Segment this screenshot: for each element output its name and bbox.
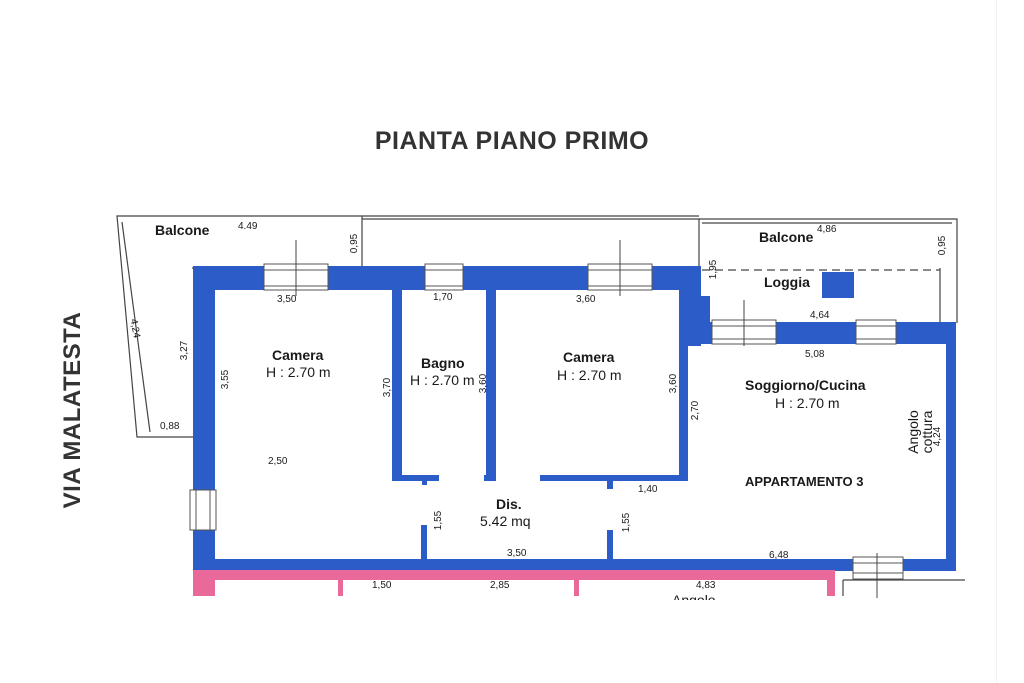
angolo-cottura-label: Angolo cottura: [905, 402, 935, 462]
dim-155-left: 1,55: [433, 510, 445, 531]
dim-095-left: 0,95: [349, 233, 361, 254]
soggiorno-name: Soggiorno/Cucina: [745, 377, 866, 393]
bagno-name: Bagno: [421, 355, 465, 371]
dim-648: 6,48: [769, 550, 789, 561]
dim-483: 4,83: [696, 580, 716, 591]
page-edge-line: [996, 0, 997, 683]
camera-right-name: Camera: [563, 349, 615, 365]
dim-355: 3,55: [220, 369, 232, 390]
dim-140: 1,40: [638, 484, 658, 495]
windows: [189, 263, 904, 580]
balcone-right-label: Balcone: [759, 229, 814, 245]
soggiorno-height: H : 2.70 m: [775, 395, 840, 411]
dim-327: 3,27: [179, 340, 191, 361]
dim-150: 1,50: [372, 580, 392, 591]
dim-250: 2,50: [268, 456, 288, 467]
dim-449: 4.49: [238, 221, 258, 232]
dim-360-top: 3,60: [576, 294, 596, 305]
angolo-cottura-line1: Angolo: [905, 410, 921, 454]
window-ticks: [295, 240, 878, 598]
page-title: PIANTA PIANO PRIMO: [374, 127, 650, 155]
dim-508: 5,08: [805, 349, 825, 360]
dim-285: 2,85: [490, 580, 510, 591]
dim-195: 1,95: [708, 259, 720, 280]
dim-350-top: 3,50: [277, 294, 297, 305]
dis-name: Dis.: [496, 496, 522, 512]
dis-area: 5.42 mq: [480, 513, 531, 529]
dim-464: 4,64: [810, 310, 830, 321]
balcone-left-label: Balcone: [155, 222, 210, 238]
dim-424-right: 4,24: [932, 426, 944, 447]
dim-155-right: 1,55: [621, 512, 633, 533]
dim-088: 0,88: [160, 421, 180, 432]
bagno-height: H : 2.70 m: [410, 372, 475, 388]
camera-left-height: H : 2.70 m: [266, 364, 331, 380]
camera-left-name: Camera: [272, 347, 324, 363]
dim-170: 1,70: [433, 292, 453, 303]
dim-095-right: 0,95: [937, 235, 949, 256]
dim-360-right: 3,60: [668, 373, 680, 394]
dim-486: 4,86: [817, 224, 837, 235]
camera-right-height: H : 2.70 m: [557, 367, 622, 383]
walls: [193, 266, 956, 571]
appartamento-label: APPARTAMENTO 3: [745, 474, 864, 489]
pink-wall: [193, 570, 835, 596]
dim-370: 3,70: [382, 377, 394, 398]
dim-360-bagno: 3,60: [478, 373, 490, 394]
loggia-label: Loggia: [764, 274, 810, 290]
dim-350-bottom: 3,50: [507, 548, 527, 559]
angolo-bottom-label: Angolo: [672, 592, 716, 600]
dim-270: 2,70: [690, 400, 702, 421]
